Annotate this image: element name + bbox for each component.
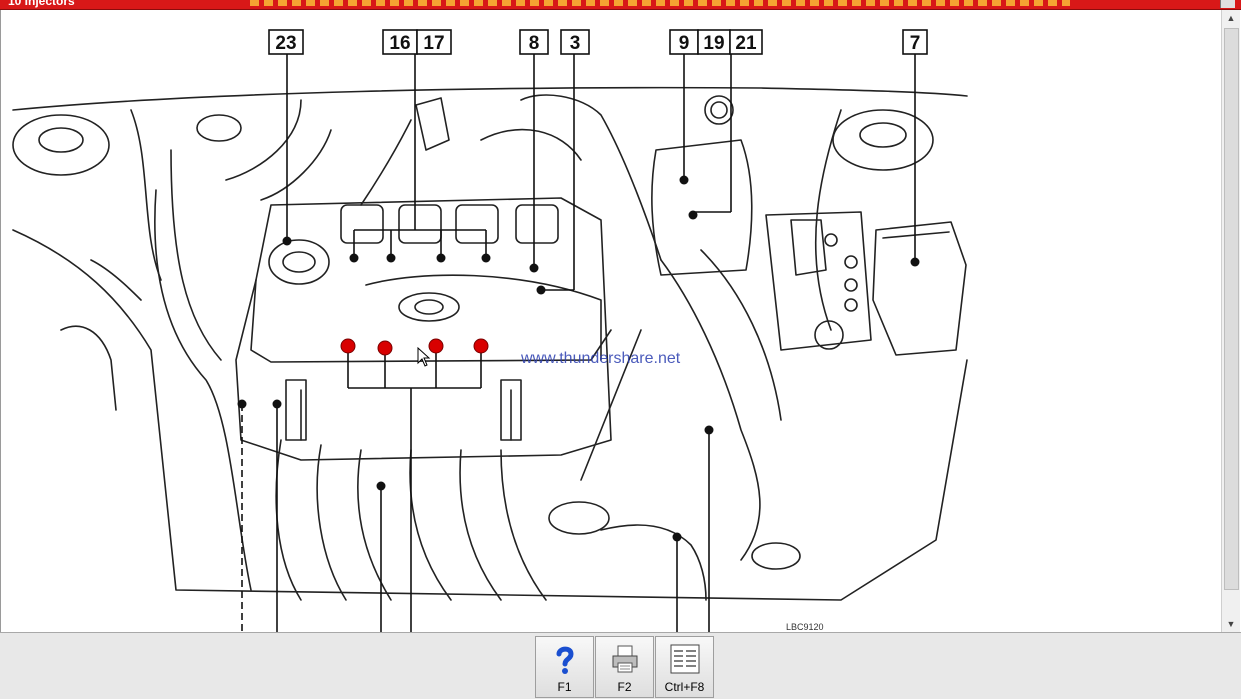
list-button-key: Ctrl+F8 [664, 680, 705, 694]
injector-marker[interactable] [340, 338, 356, 354]
callout-label: 16 [389, 33, 410, 54]
callout-label: 17 [423, 33, 444, 54]
title-decoration [250, 0, 1070, 6]
callout-label: 9 [679, 33, 690, 54]
help-button[interactable]: F1 [535, 636, 594, 698]
vertical-scrollbar[interactable]: ▲ ▼ [1221, 10, 1240, 632]
callout-label: 8 [529, 33, 540, 54]
watermark-text: www.thundershare.net [521, 350, 681, 367]
mouse-cursor-icon [417, 347, 431, 367]
list-icon [670, 644, 700, 674]
scrollbar-thumb[interactable] [1224, 28, 1239, 590]
diagram-code: LBC9120 [786, 622, 824, 632]
callout-label: 21 [735, 33, 757, 54]
injector-marker[interactable] [428, 338, 444, 354]
print-button[interactable]: F2 [595, 636, 654, 698]
callout-label: 3 [570, 33, 581, 54]
engine-bay-diagram: 23 16 17 8 3 9 19 21 7 [12, 29, 968, 632]
scroll-up-arrow-icon[interactable]: ▲ [1226, 13, 1236, 23]
callout-label: 19 [703, 33, 724, 54]
title-bar-button[interactable] [1220, 0, 1235, 8]
function-key-toolbar: F1 F2 Ctrl+F8 [0, 632, 1241, 699]
help-icon [556, 646, 574, 674]
injector-marker[interactable] [377, 340, 393, 356]
window-title: 10 Injectors [8, 0, 75, 8]
print-button-key: F2 [617, 680, 632, 694]
injector-marker[interactable] [473, 338, 489, 354]
callout-label: 23 [275, 33, 296, 54]
scroll-down-arrow-icon[interactable]: ▼ [1226, 619, 1236, 629]
list-button[interactable]: Ctrl+F8 [655, 636, 714, 698]
help-button-key: F1 [557, 680, 572, 694]
title-bar: 10 Injectors [0, 0, 1241, 10]
print-icon [612, 645, 638, 673]
diagram-viewport: 23 16 17 8 3 9 19 21 7 [0, 10, 1241, 632]
callout-label: 7 [910, 33, 921, 54]
